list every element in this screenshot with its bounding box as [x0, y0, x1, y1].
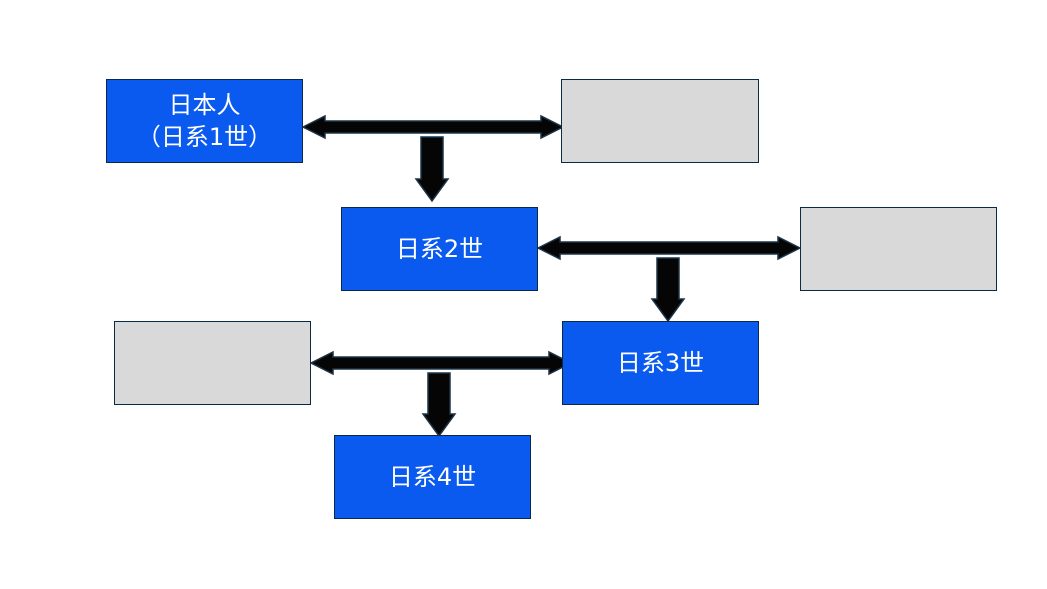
descent-arrow-2: [650, 257, 686, 323]
marriage-arrow-1: [301, 114, 565, 140]
fourth-generation-label: 日系4世: [388, 463, 477, 491]
spouse-box-1: [561, 79, 759, 163]
descent-arrow-1: [414, 136, 450, 203]
first-generation-label-line2: （日系1世）: [136, 123, 273, 151]
marriage-arrow-2: [536, 235, 802, 261]
third-generation-label: 日系3世: [616, 349, 705, 377]
marriage-arrow-3: [309, 350, 573, 376]
first-generation-label-line1: 日本人: [168, 91, 241, 119]
third-generation-box: 日系3世: [562, 321, 759, 405]
descent-arrow-3: [421, 372, 457, 438]
second-generation-label: 日系2世: [395, 235, 484, 263]
second-generation-box: 日系2世: [341, 207, 538, 291]
spouse-box-2: [800, 207, 997, 291]
first-generation-box: 日本人 （日系1世）: [106, 79, 303, 163]
fourth-generation-box: 日系4世: [334, 435, 531, 519]
spouse-box-3: [114, 321, 311, 405]
